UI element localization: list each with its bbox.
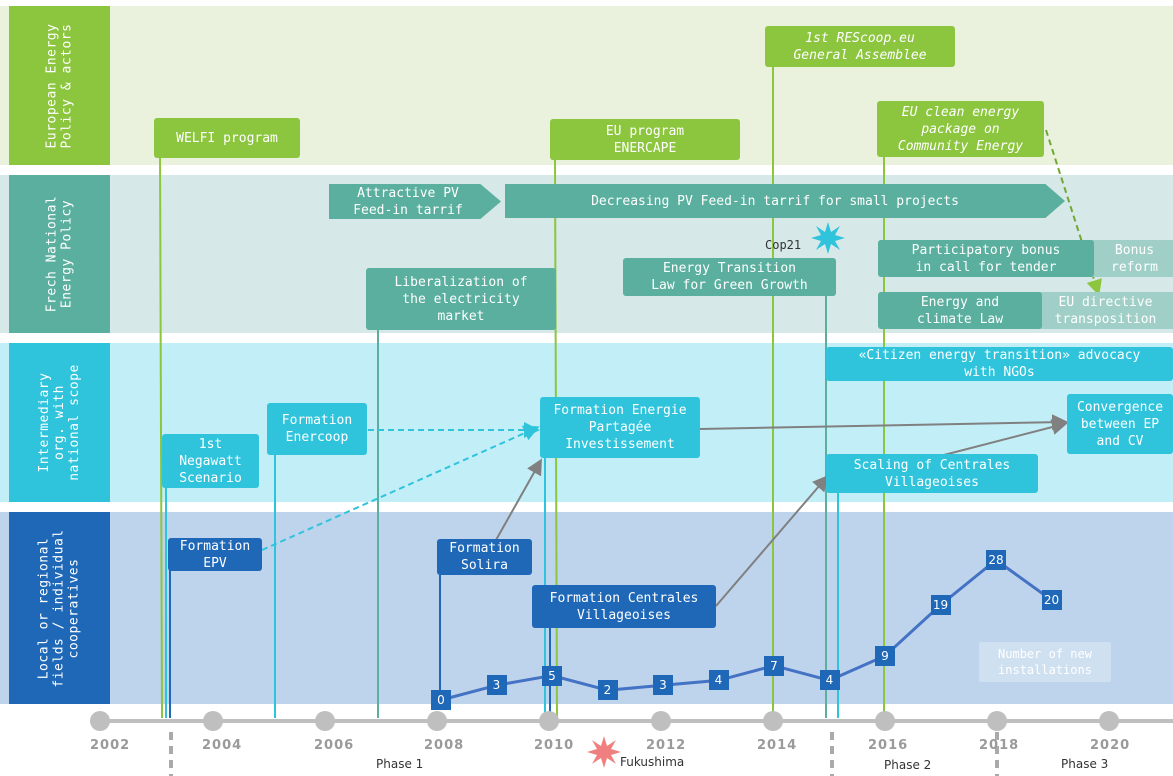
year-label-2002: 2002 <box>90 738 131 753</box>
negawatt-scenario-box: 1st Negawatt Scenario <box>162 434 259 488</box>
installations-series-line <box>440 558 1053 702</box>
rescoop-assembly-box: 1st REScoop.eu General Assemblee <box>765 26 955 67</box>
solira-to-epi-arrow <box>495 458 542 541</box>
solira-formation-box: Formation Solira <box>437 539 532 575</box>
fukushima-star-icon <box>587 736 621 768</box>
timeline-dot <box>987 711 1007 731</box>
lane-label-eu: European Energy Policy & actors <box>9 6 110 165</box>
participatory-bonus-box: Participatory bonus in call for tender <box>878 240 1094 277</box>
installations-point: 4 <box>819 670 840 691</box>
timeline-dot <box>875 711 895 731</box>
installations-point: 2 <box>597 680 618 701</box>
phase-3-label: Phase 3 <box>1061 757 1109 771</box>
convergence-box: Convergence between EP and CV <box>1067 394 1173 454</box>
installations-point: 3 <box>653 675 673 696</box>
phase-2-label: Phase 2 <box>884 758 932 772</box>
epi-formation-box: Formation Energie Partagée Investissemen… <box>540 397 700 458</box>
year-label-2010: 2010 <box>534 738 575 753</box>
year-label-2012: 2012 <box>646 738 687 753</box>
advocacy-box: «Citizen energy transition» advocacy wit… <box>826 347 1173 381</box>
timeline-dot <box>90 711 110 731</box>
welfi-line <box>159 149 163 719</box>
timeline-dot <box>1099 711 1119 731</box>
epv-formation-box: Formation EPV <box>168 538 262 571</box>
installations-point: 9 <box>875 645 895 666</box>
fukushima-label: Fukushima <box>620 755 685 769</box>
epi-to-convergence-arrow <box>699 414 1068 431</box>
installations-point: 3 <box>486 675 507 696</box>
timeline-dot <box>315 711 335 731</box>
enercape-program-box: EU program ENERCAPE <box>550 119 740 160</box>
year-label-2004: 2004 <box>202 738 243 753</box>
phase-1-label: Phase 1 <box>376 757 424 771</box>
centrales-to-scaling-arrow <box>715 474 829 607</box>
installations-legend-note: Number of new installations <box>979 642 1111 682</box>
year-label-2014: 2014 <box>757 738 798 753</box>
attractive-pv-arrow: Attractive PV Feed-in tarrif <box>329 184 501 219</box>
installations-point: 28 <box>986 550 1006 570</box>
cop21-star-icon <box>811 222 845 254</box>
enercoop-formation-box: Formation Enercoop <box>267 403 367 455</box>
installations-point: 20 <box>1041 590 1062 610</box>
centrales-formation-box: Formation Centrales Villageoises <box>532 585 716 628</box>
year-label-2006: 2006 <box>314 738 355 753</box>
welfi-program-box: WELFI program <box>154 118 300 158</box>
timeline-dot <box>203 711 223 731</box>
cop21-label: Cop21 <box>765 238 802 252</box>
year-label-2008: 2008 <box>424 738 465 753</box>
year-label-2016: 2016 <box>868 738 909 753</box>
year-label-2020: 2020 <box>1090 738 1131 753</box>
year-label-2018: 2018 <box>979 738 1020 753</box>
eu-directive-arrow: EU directive transposition <box>1022 292 1173 329</box>
transition-law-box: Energy Transition Law for Green Growth <box>623 258 836 296</box>
liberalization-box: Liberalization of the electricity market <box>366 268 556 330</box>
lane-label-french: Frech National Energy Policy <box>9 175 110 333</box>
clean-energy-package-box: EU clean energy package on Community Ene… <box>877 101 1044 157</box>
scaling-centrales-box: Scaling of Centrales Villageoises <box>826 454 1038 493</box>
climate-law-box: Energy and climate Law <box>878 292 1042 329</box>
timeline-dot <box>651 711 671 731</box>
timeline-dot <box>539 711 559 731</box>
installations-point: 0 <box>431 690 451 710</box>
lane-label-local: Local or regional fields / individual co… <box>9 512 110 704</box>
lane-label-intermediary: Intermediary org. with national scope <box>9 343 110 502</box>
installations-point: 4 <box>708 670 729 691</box>
installations-point: 7 <box>764 655 784 676</box>
timeline-dot <box>763 711 783 731</box>
installations-point: 5 <box>542 665 562 686</box>
decreasing-pv-arrow: Decreasing PV Feed-in tarrif for small p… <box>505 184 1065 218</box>
installations-point: 19 <box>930 595 951 615</box>
scaling-to-convergence-arrow <box>939 419 1068 457</box>
timeline-dot <box>427 711 447 731</box>
